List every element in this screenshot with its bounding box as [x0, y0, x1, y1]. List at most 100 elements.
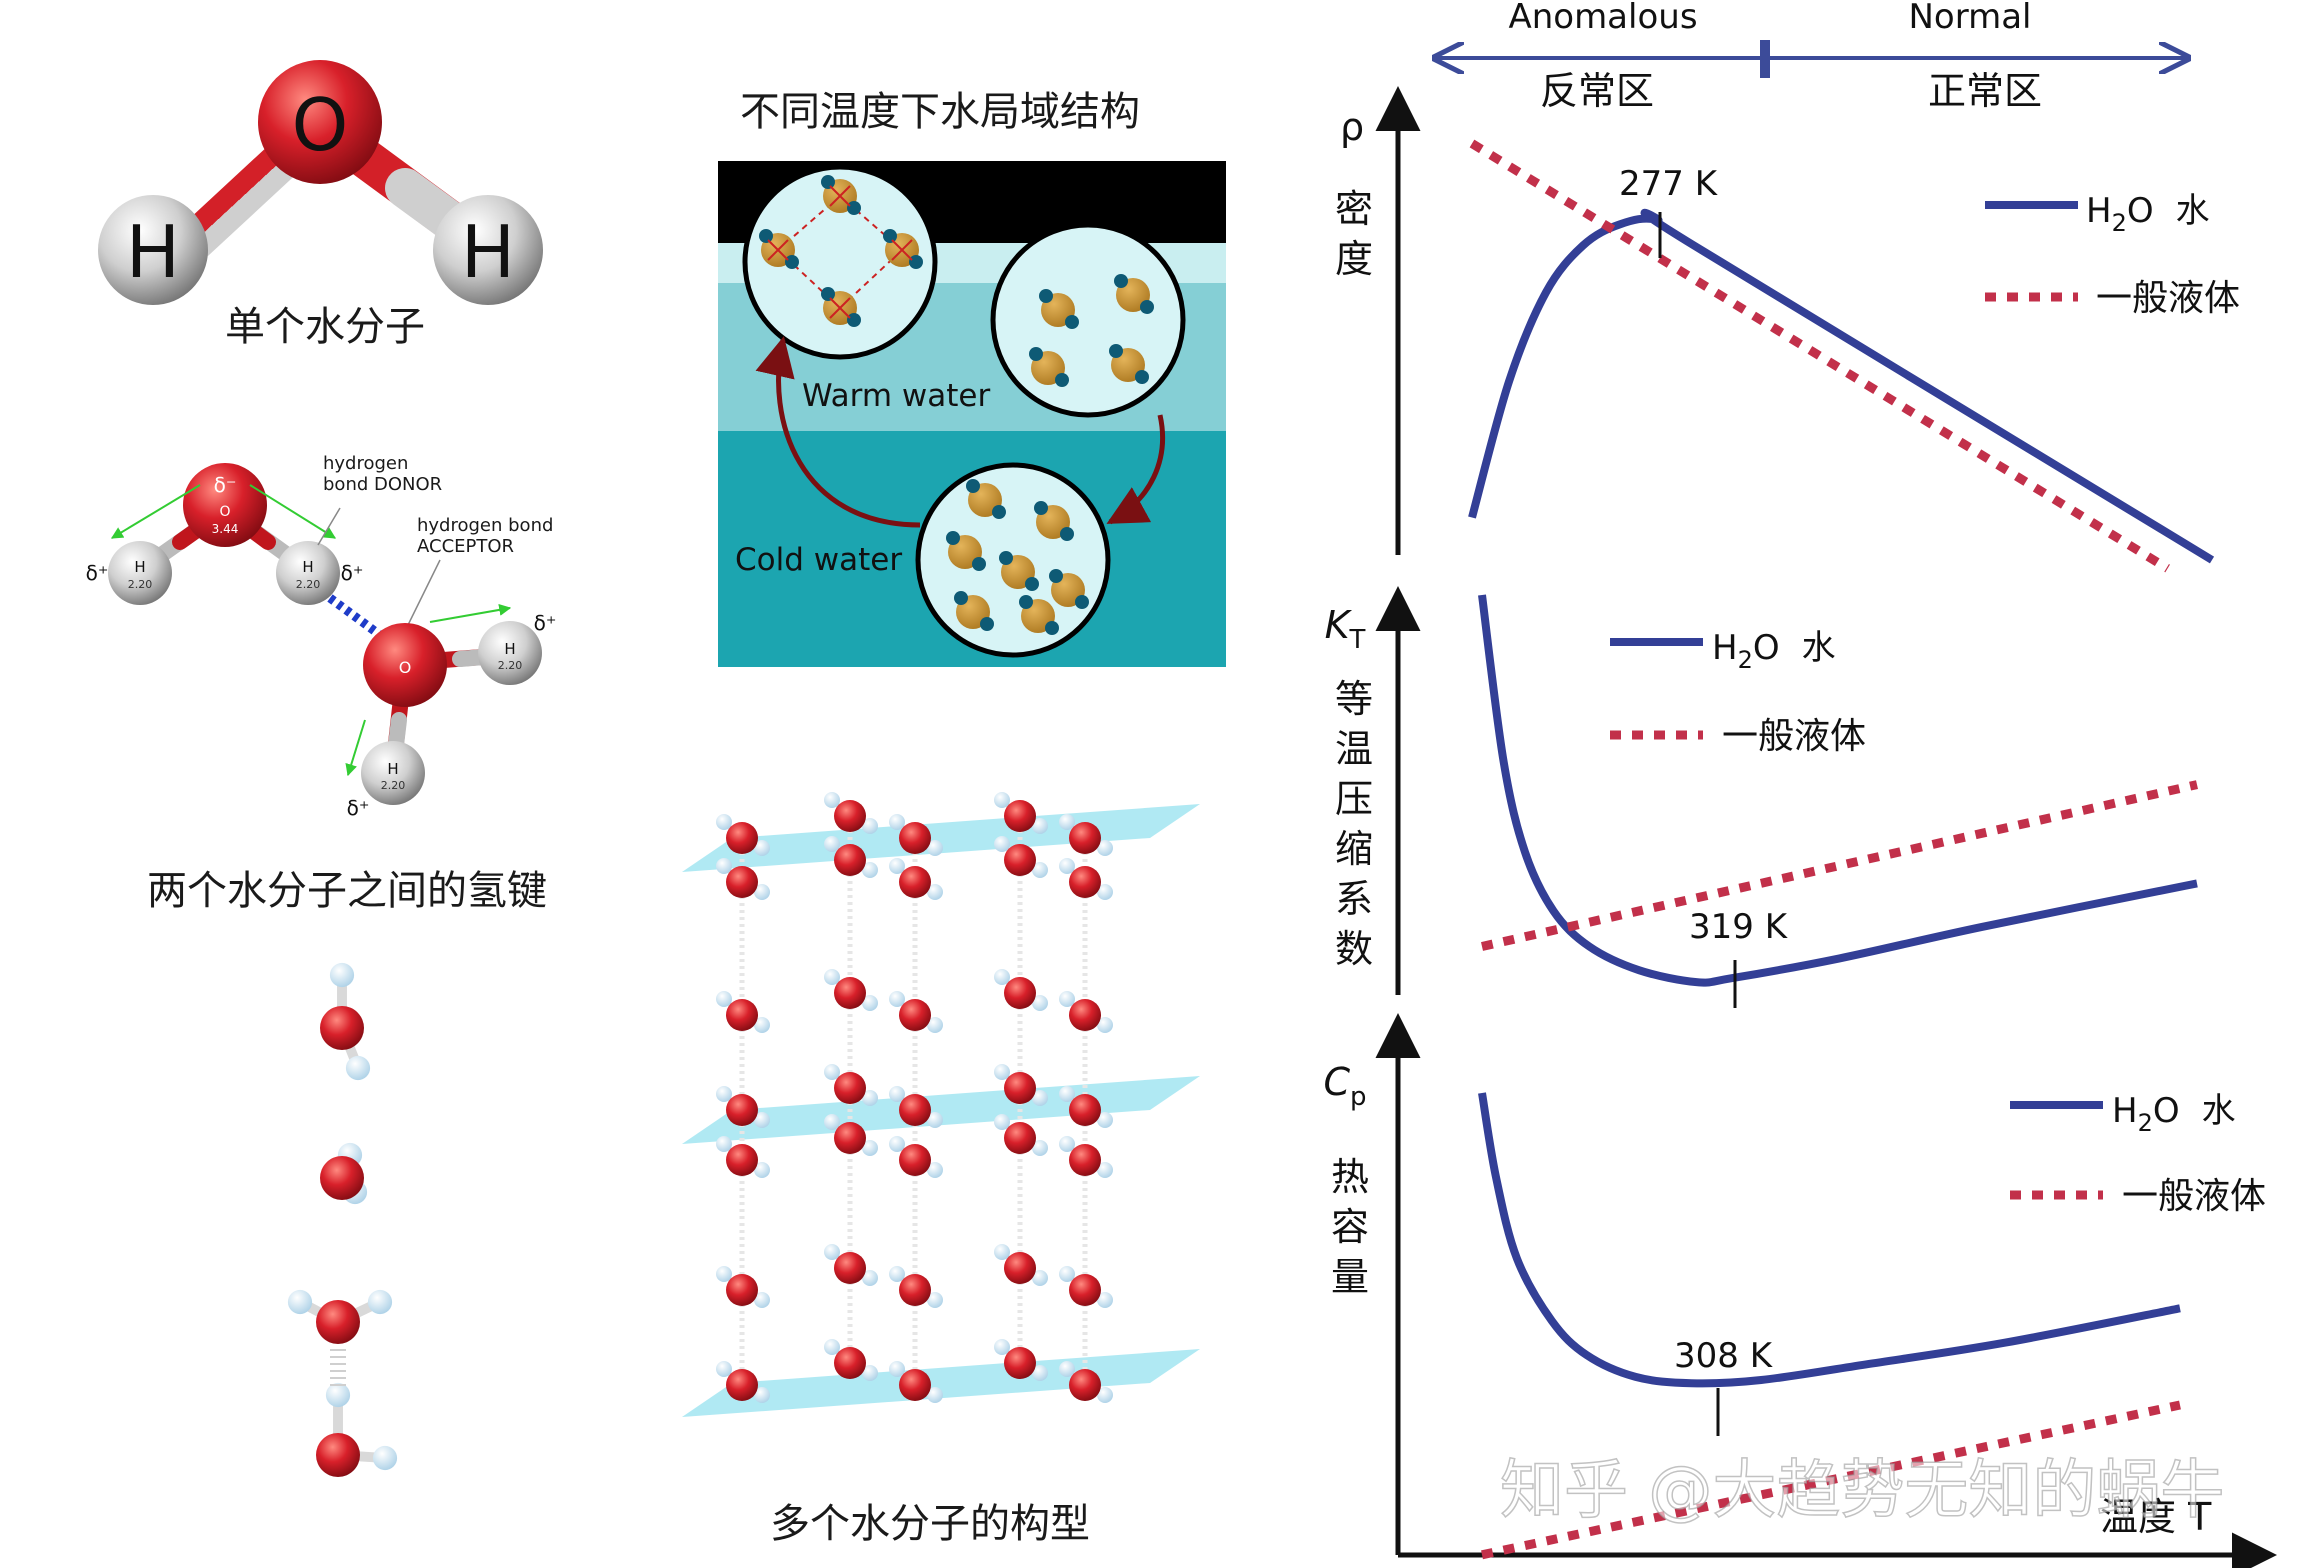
ice-hydrogen	[927, 1162, 943, 1178]
hydrogen-atom	[372, 1445, 398, 1471]
oxygen-atom	[316, 1300, 360, 1344]
acceptor-o-label: O	[399, 658, 412, 677]
ice-oxygen	[899, 1369, 931, 1401]
ice-hydrogen	[1097, 884, 1113, 900]
hydrogen-dot	[1025, 577, 1039, 591]
ice-hydrogen	[824, 969, 840, 985]
ice-plane	[682, 1076, 1200, 1144]
ice-hydrogen	[824, 792, 840, 808]
density-generic-line	[1469, 139, 2170, 573]
ice-oxygen	[834, 844, 866, 876]
ice-oxygen	[834, 800, 866, 832]
region-header: Anomalous 反常区 Normal 正常区	[1435, 0, 2188, 113]
hydrogen-dot	[759, 229, 773, 243]
water-molecule-2	[320, 1142, 368, 1205]
caption-ice-structure: 多个水分子的构型	[770, 1501, 1090, 1547]
ice-hydrogen	[1059, 1361, 1075, 1377]
heat-capacity-308k-label: 308 K	[1674, 1336, 1774, 1376]
compressibility-y-label: 等温压缩系数	[1335, 677, 1373, 971]
oxygen-label: O	[292, 83, 349, 167]
hydrogen-atom	[367, 1289, 393, 1315]
ice-plane	[682, 804, 1200, 872]
ice-hydrogen	[927, 840, 943, 856]
hydrogen-dot	[1075, 595, 1089, 609]
heat-capacity-generic-line	[1481, 1400, 2181, 1560]
ice-hydrogen	[754, 1387, 770, 1403]
ice-hydrogen	[1032, 862, 1048, 878]
ice-hydrogen	[889, 858, 905, 874]
ice-hydrogen	[889, 1136, 905, 1152]
hydrogen-dot	[821, 175, 835, 189]
ice-hydrogen	[1032, 1270, 1048, 1286]
anomalous-label: Anomalous	[1508, 0, 1697, 37]
ice-hydrogen	[716, 1266, 732, 1282]
warm-water-bubble	[990, 222, 1186, 418]
density-y-symbol: ρ	[1340, 105, 1364, 149]
density-277k-label: 277 K	[1619, 164, 1719, 204]
watermark: 知乎 @大趋势无知的蜗牛	[1500, 1454, 2224, 1528]
hydrogen-dot	[966, 479, 980, 493]
legend3-generic-label: 一般液体	[2122, 1176, 2266, 1217]
ice-hydrogen	[1032, 1365, 1048, 1381]
cold-water-label: Cold water	[735, 542, 902, 578]
hydrogen-dot	[785, 255, 799, 269]
ice-hydrogen	[754, 884, 770, 900]
ice-hydrogen	[994, 1114, 1010, 1130]
compressibility-water-line	[1478, 594, 2198, 987]
acceptor-hydrogen-right	[478, 621, 542, 685]
hydrogen-dot	[1055, 373, 1069, 387]
cold-water-bubble	[915, 462, 1111, 658]
ice-hydrogen	[716, 1136, 732, 1152]
ice-hydrogen	[754, 840, 770, 856]
hydrogen-dot	[946, 531, 960, 545]
cycle-arrow-down	[1106, 414, 1166, 525]
hydrogen-dot	[909, 255, 923, 269]
ice-oxygen	[1004, 844, 1036, 876]
acceptor-h-bottom-label: H	[387, 760, 398, 778]
ice-oxygen	[1004, 1252, 1036, 1284]
single-water-molecule: O H H	[98, 60, 543, 305]
ice-oxygen	[726, 1144, 758, 1176]
ice-oxygen	[899, 1274, 931, 1306]
ice-oxygen	[1069, 822, 1101, 854]
legend1-generic-label: 一般液体	[2096, 278, 2240, 319]
ice-oxygen	[834, 977, 866, 1009]
ice-oxygen	[834, 1347, 866, 1379]
caption-local-structure: 不同温度下水局域结构	[740, 89, 1140, 135]
delta-plus-4: δ⁺	[347, 796, 370, 820]
ice-hydrogen	[716, 858, 732, 874]
ice-oxygen	[726, 999, 758, 1031]
donor-h-left-value: 2.20	[128, 578, 153, 591]
hydrogen-dot	[1135, 370, 1149, 384]
water-molecule-3	[287, 1289, 393, 1344]
hydrogen-label-left: H	[126, 210, 180, 294]
ice-oxygen	[726, 1094, 758, 1126]
density-water-line	[1468, 208, 2215, 564]
ice-hydrogen	[994, 792, 1010, 808]
ice-oxygen	[899, 999, 931, 1031]
ice-oxygen	[1069, 1274, 1101, 1306]
heat-capacity-y-label: 热容量	[1331, 1155, 1369, 1299]
acceptor-hydrogen-bottom	[361, 741, 425, 805]
hydrogen-dot	[821, 287, 835, 301]
ice-hydrogen	[716, 814, 732, 830]
ice-oxygen	[1069, 999, 1101, 1031]
compressibility-y-symbol: KT	[1325, 603, 1366, 655]
warm-water-label: Warm water	[802, 378, 990, 414]
ice-hydrogen	[862, 995, 878, 1011]
ice-hydrogen	[994, 1339, 1010, 1355]
ice-hydrogen	[927, 1112, 943, 1128]
donor-o-value: 3.44	[212, 522, 239, 536]
donor-label-line1: hydrogen	[323, 453, 408, 474]
hydrogen-atom	[287, 1289, 313, 1315]
hydrogen-dot	[954, 591, 968, 605]
ice-hydrogen	[824, 1339, 840, 1355]
ice-oxygen	[1004, 1072, 1036, 1104]
heat-capacity-water-line	[1478, 1092, 2181, 1388]
donor-h-left-label: H	[134, 558, 145, 576]
ice-hydrogen	[824, 836, 840, 852]
hydrogen-dot	[1114, 274, 1128, 288]
donor-label-line2: bond DONOR	[323, 474, 442, 495]
